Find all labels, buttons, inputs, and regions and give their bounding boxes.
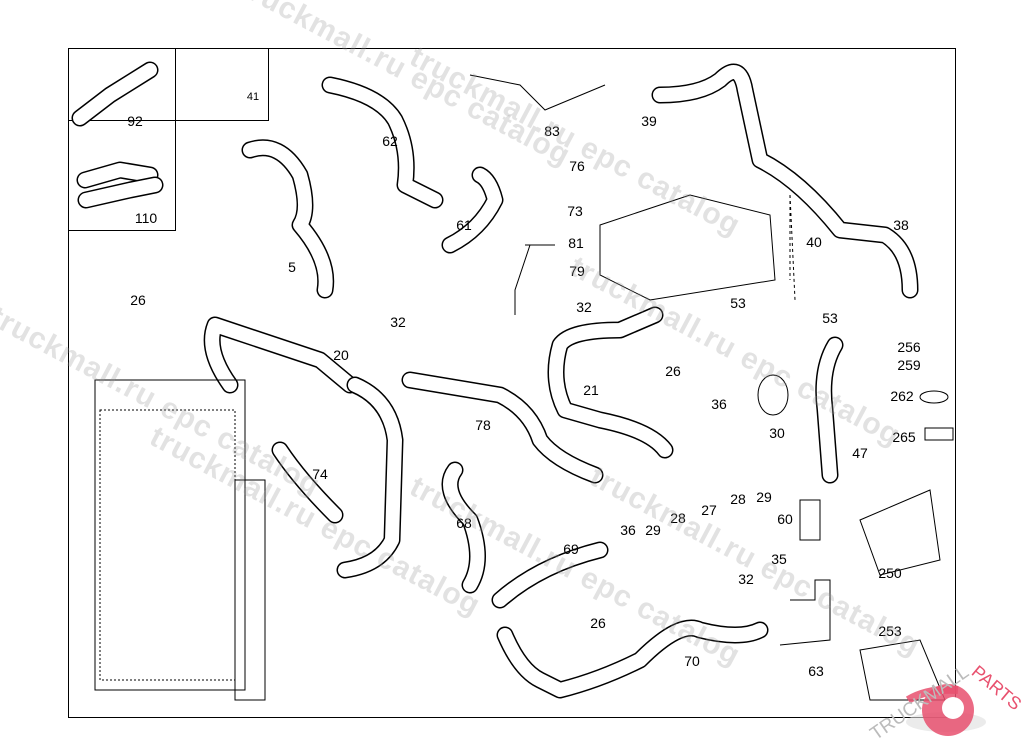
expansion-tank <box>599 194 776 301</box>
part-label-253: 253 <box>878 623 902 639</box>
part-label-32: 32 <box>576 299 592 315</box>
part-label-27: 27 <box>701 502 717 518</box>
part-label-110: 110 <box>134 210 158 226</box>
hose-fill <box>243 140 333 297</box>
leader-line <box>789 194 796 301</box>
part-label-26: 26 <box>665 363 681 379</box>
hose-fill <box>79 178 162 207</box>
part-label-69: 69 <box>563 541 579 557</box>
hose-fill <box>816 338 842 482</box>
part-label-36: 36 <box>620 522 636 538</box>
flange-250 <box>859 489 941 576</box>
hose-fill <box>78 163 157 187</box>
part-label-53: 53 <box>730 295 746 311</box>
part-label-265: 265 <box>892 429 916 445</box>
part-label-30: 30 <box>769 425 785 441</box>
hose-fill <box>498 621 767 697</box>
part-label-60: 60 <box>777 511 793 527</box>
truckmallparts-logo: TRUCKMALL PARTS <box>867 661 1024 745</box>
part-label-259: 259 <box>897 357 921 373</box>
hose-fill <box>493 543 607 607</box>
svg-text:PARTS: PARTS <box>968 661 1024 714</box>
part-label-26: 26 <box>590 615 606 631</box>
tube-60 <box>799 499 821 541</box>
part-label-32: 32 <box>390 314 406 330</box>
part-label-61: 61 <box>456 217 472 233</box>
hose-fill <box>653 65 917 297</box>
hose-fill <box>549 308 672 457</box>
part-label-26: 26 <box>130 292 146 308</box>
part-label-92: 92 <box>127 113 143 129</box>
inset-part-110 <box>68 120 176 231</box>
part-label-28: 28 <box>730 491 746 507</box>
radiator-core <box>99 409 236 681</box>
part-label-74: 74 <box>312 466 328 482</box>
part-label-21: 21 <box>583 382 599 398</box>
part-label-29: 29 <box>645 522 661 538</box>
part-label-36: 36 <box>711 396 727 412</box>
hose-fill <box>323 78 442 207</box>
hose-fill <box>73 63 157 125</box>
radiator-tank <box>234 479 266 701</box>
part-label-250: 250 <box>878 565 902 581</box>
part-label-35: 35 <box>771 551 787 567</box>
hose-fill <box>443 168 502 252</box>
hose-fill <box>338 378 402 577</box>
part-label-62: 62 <box>382 133 398 149</box>
part-label-28: 28 <box>670 510 686 526</box>
part-label-5: 5 <box>288 259 296 275</box>
part-label-83: 83 <box>544 123 560 139</box>
part-label-68: 68 <box>456 515 472 531</box>
part-label-63: 63 <box>808 663 824 679</box>
hose-fill <box>443 463 485 592</box>
part-label-41: 41 <box>246 91 260 103</box>
part-label-20: 20 <box>333 347 349 363</box>
part-label-256: 256 <box>897 339 921 355</box>
bolt-265 <box>924 427 954 441</box>
part-label-53: 53 <box>822 310 838 326</box>
bracket-83 <box>469 74 606 111</box>
part-label-81: 81 <box>568 235 584 251</box>
part-label-39: 39 <box>641 113 657 129</box>
cap-30 <box>757 374 789 416</box>
part-label-47: 47 <box>852 445 868 461</box>
hose-fill <box>403 373 602 482</box>
part-label-79: 79 <box>569 263 585 279</box>
inset-part-41 <box>175 48 269 121</box>
part-label-73: 73 <box>567 203 583 219</box>
part-label-40: 40 <box>806 234 822 250</box>
part-label-78: 78 <box>475 417 491 433</box>
o-ring-262 <box>919 390 949 404</box>
hose-fill <box>273 443 342 522</box>
bracket-81 <box>514 244 555 315</box>
part-label-262: 262 <box>890 388 914 404</box>
part-label-76: 76 <box>569 158 585 174</box>
diagram-frame <box>68 48 956 718</box>
part-label-29: 29 <box>756 489 772 505</box>
part-label-38: 38 <box>893 217 909 233</box>
part-label-70: 70 <box>684 653 700 669</box>
hose-fill <box>205 318 357 392</box>
connector-63 <box>779 579 831 646</box>
radiator <box>94 379 246 691</box>
part-label-32: 32 <box>738 571 754 587</box>
